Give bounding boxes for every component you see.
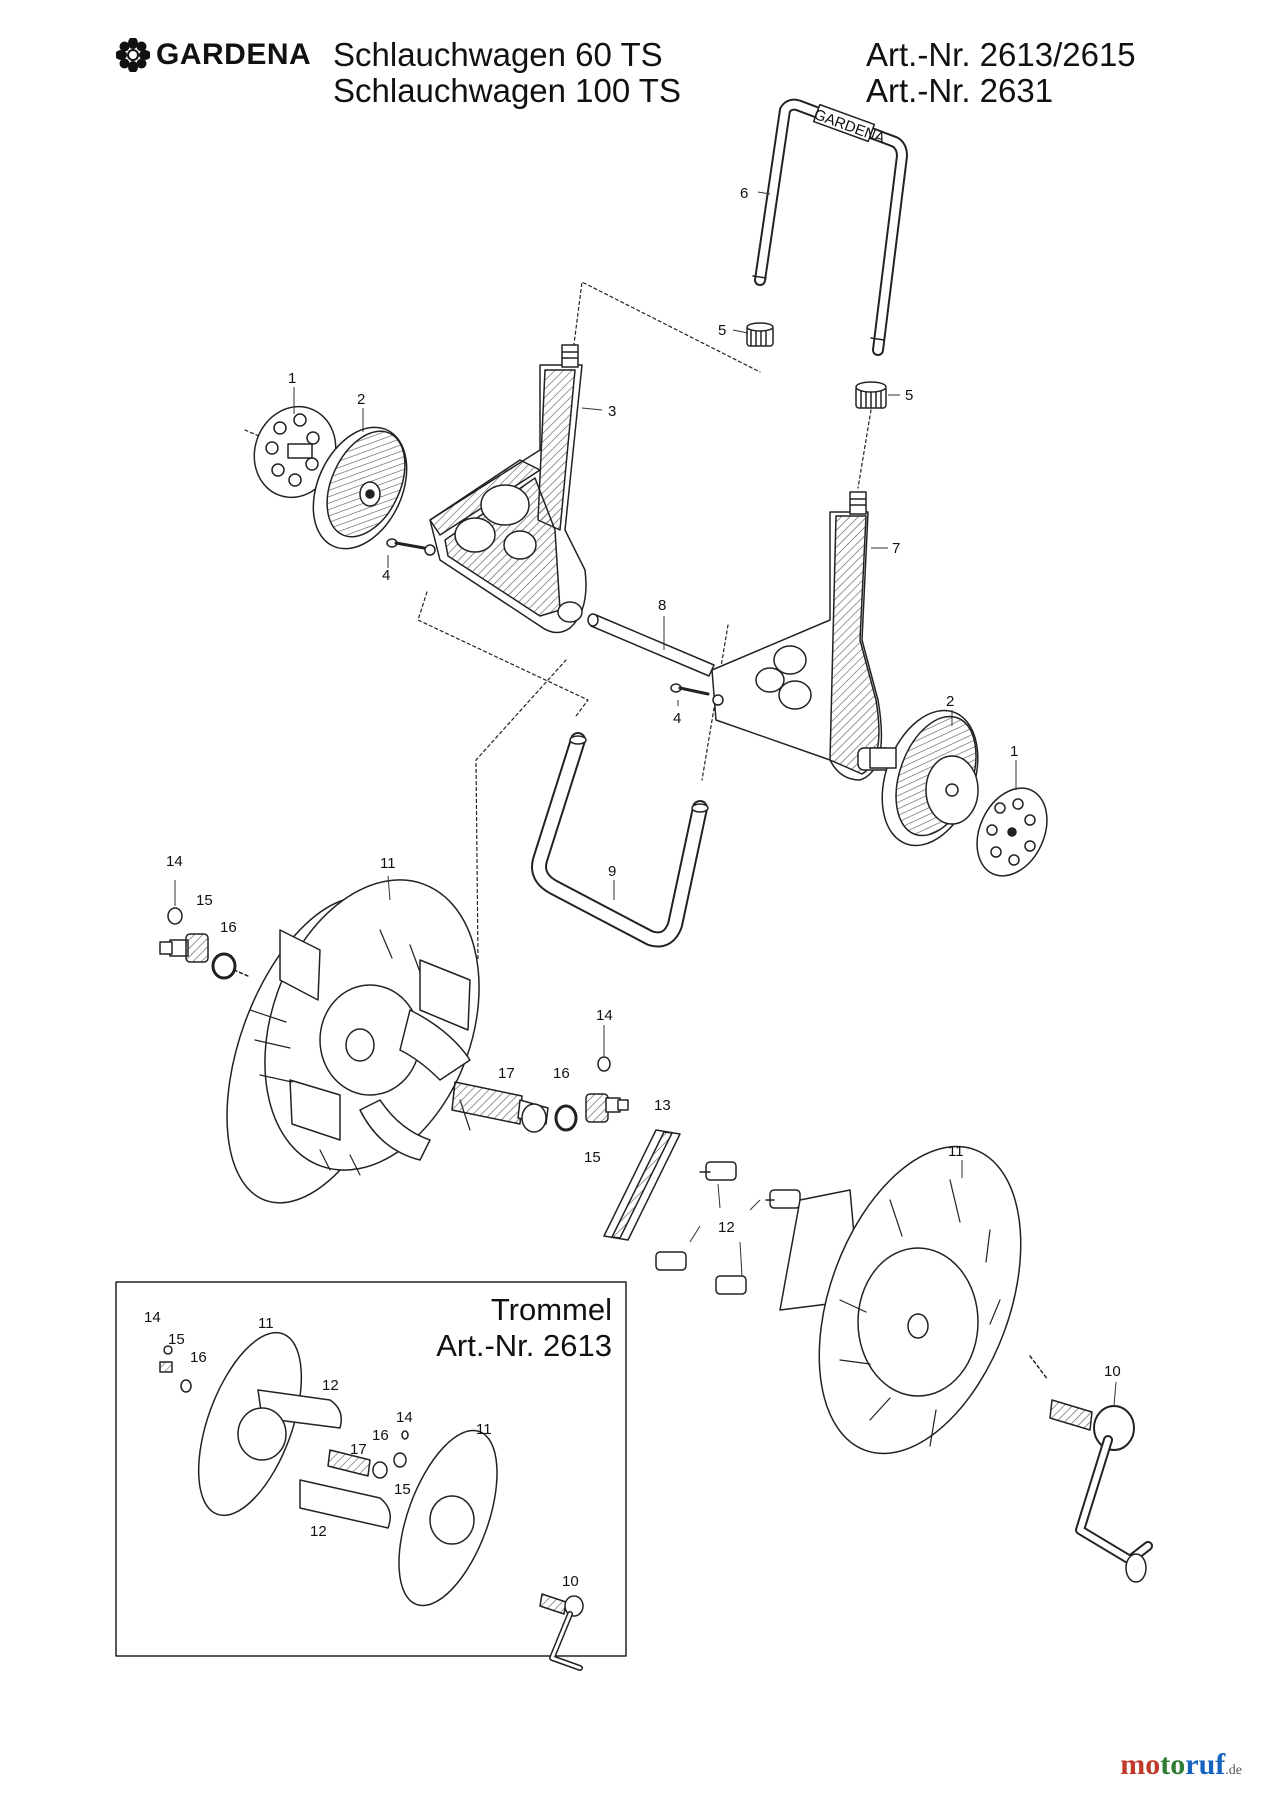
- label-part-14: 14: [166, 853, 183, 870]
- inset-title: Trommel Art.-Nr. 2613: [420, 1292, 612, 1364]
- label-part-9: 9: [608, 863, 616, 880]
- label-part-4: 4: [673, 710, 681, 727]
- label-part-6: 6: [740, 185, 748, 202]
- hubcap-part-1b: [976, 787, 1048, 877]
- gardena-logo: GARDENA: [116, 38, 311, 72]
- wheel-part-2b: [869, 709, 979, 847]
- inset-label-10: 10: [562, 1573, 579, 1590]
- model-title-1: Schlauchwagen 60 TS: [333, 36, 663, 73]
- cap-part-5a: [746, 322, 774, 347]
- inset-label-12: 12: [310, 1523, 327, 1540]
- reel-disc-part-11a: [226, 879, 480, 1204]
- label-part-1: 1: [288, 370, 296, 387]
- wheel-part-2a: [312, 426, 408, 550]
- screw-part-4b: [670, 683, 710, 696]
- watermark-part-2: to: [1160, 1748, 1186, 1781]
- part-labels: 1 2 3 4 5 5 6 7 8 4 2 1 9 14 15 16 11 17…: [166, 185, 1121, 1380]
- watermark-tld: .de: [1225, 1763, 1242, 1778]
- inset-drum: [159, 1331, 584, 1671]
- inset-label-15: 15: [394, 1481, 411, 1498]
- watermark-part-1: mo: [1120, 1748, 1161, 1781]
- inset-title-name: Trommel: [490, 1292, 612, 1327]
- inset-label-14: 14: [144, 1309, 161, 1326]
- oring-part-14a: [167, 907, 183, 925]
- frame-part-7: [711, 491, 893, 781]
- label-part-2: 2: [946, 693, 954, 710]
- inset-label-17: 17: [350, 1441, 367, 1458]
- label-part-16: 16: [553, 1065, 570, 1082]
- label-part-3: 3: [608, 403, 616, 420]
- inset-label-16: 16: [372, 1427, 389, 1444]
- label-part-15: 15: [196, 892, 213, 909]
- crank-part-10: [1049, 1399, 1153, 1583]
- coupling-part-17a: [451, 1081, 549, 1133]
- connector-part-15a: [159, 933, 209, 963]
- seal-part-16b: [554, 1104, 578, 1132]
- label-part-17: 17: [498, 1065, 515, 1082]
- inset-label-16: 16: [190, 1349, 207, 1366]
- part-13: [603, 1129, 681, 1241]
- inset-title-article: Art.-Nr. 2613: [436, 1328, 612, 1363]
- label-part-5: 5: [905, 387, 913, 404]
- watermark-part-3: ruf: [1185, 1748, 1226, 1781]
- inset-label-14: 14: [396, 1409, 413, 1426]
- reel-disc-part-11b: [779, 1145, 1022, 1455]
- label-part-16: 16: [220, 919, 237, 936]
- screw-part-4a: [386, 538, 426, 550]
- inset-frame: [115, 1281, 627, 1657]
- brand-name: GARDENA: [156, 38, 312, 71]
- label-part-2: 2: [357, 391, 365, 408]
- inset-label-11: 11: [476, 1421, 492, 1438]
- inset-label-12: 12: [322, 1377, 339, 1394]
- handle-part-6: [752, 98, 908, 356]
- label-part-15: 15: [584, 1149, 601, 1166]
- article-number-1: Art.-Nr. 2613/2615: [866, 36, 1136, 73]
- handle-print: GARDENA: [812, 106, 888, 147]
- inset-part-labels: 14 15 16 11 12 17 16 14 15 11 12 10: [144, 1309, 579, 1590]
- label-part-5: 5: [718, 322, 726, 339]
- label-part-7: 7: [892, 540, 900, 557]
- label-part-11: 11: [948, 1143, 964, 1160]
- connector-part-15b: [585, 1093, 629, 1123]
- label-part-12: 12: [718, 1219, 735, 1236]
- motoruf-watermark: motoruf.de: [1120, 1748, 1242, 1782]
- frame-part-3: [424, 344, 587, 634]
- inset-label-11: 11: [258, 1315, 274, 1332]
- oring-part-14b: [597, 1056, 611, 1072]
- label-part-11: 11: [380, 855, 396, 872]
- seal-part-16a: [211, 952, 237, 980]
- cap-part-5b: [855, 381, 887, 409]
- label-part-10: 10: [1104, 1363, 1121, 1380]
- label-part-4: 4: [382, 567, 390, 584]
- label-part-14: 14: [596, 1007, 613, 1024]
- pins-part-12: [655, 1161, 801, 1295]
- inset-label-15: 15: [168, 1331, 185, 1348]
- label-part-1: 1: [1010, 743, 1018, 760]
- bracket-part-9: [531, 732, 709, 948]
- gardena-flower-icon: [116, 38, 150, 72]
- article-number-2: Art.-Nr. 2631: [866, 72, 1054, 109]
- label-part-13: 13: [654, 1097, 671, 1114]
- axle-part-8: [587, 613, 715, 677]
- model-title-2: Schlauchwagen 100 TS: [333, 72, 681, 109]
- label-part-8: 8: [658, 597, 666, 614]
